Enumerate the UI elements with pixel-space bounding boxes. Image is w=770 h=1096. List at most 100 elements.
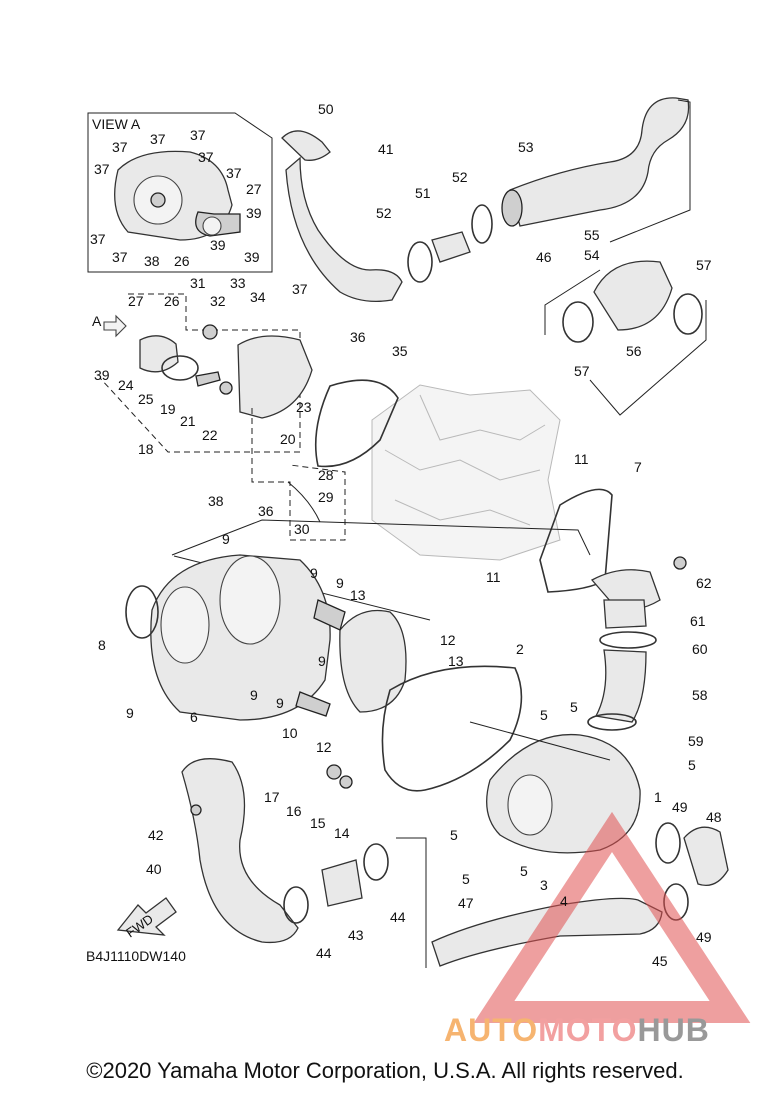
callout-2: 2 (516, 641, 524, 657)
callout-36: 36 (350, 329, 366, 345)
callout-52: 52 (376, 205, 392, 221)
callout-9: 9 (222, 531, 230, 547)
callout-49: 49 (696, 929, 712, 945)
callout-43: 43 (348, 927, 364, 943)
callout-21: 21 (180, 413, 196, 429)
callout-5: 5 (688, 757, 696, 773)
gasket-2 (381, 665, 523, 792)
engine-block (371, 384, 561, 561)
callout-6: 6 (190, 709, 198, 725)
callout-41: 41 (378, 141, 394, 157)
view-a-label: VIEW A (92, 116, 141, 132)
callout-15: 15 (310, 815, 326, 831)
watermark-hub: HUB (637, 1012, 710, 1048)
callout-38: 38 (208, 493, 224, 509)
water-pump-group (99, 293, 399, 541)
callout-37: 37 (112, 249, 128, 265)
callout-45: 45 (652, 953, 668, 969)
callout-5: 5 (540, 707, 548, 723)
callout-5: 5 (462, 871, 470, 887)
callout-48: 48 (706, 809, 722, 825)
callout-3: 3 (540, 877, 548, 893)
callout-9: 9 (310, 565, 318, 581)
callout-57: 57 (574, 363, 590, 379)
callout-5: 5 (520, 863, 528, 879)
callout-5: 5 (570, 699, 578, 715)
outer-cover-group (125, 519, 591, 721)
callout-57: 57 (696, 257, 712, 273)
callout-7: 7 (634, 459, 642, 475)
upper-hoses (281, 97, 707, 416)
callout-56: 56 (626, 343, 642, 359)
callout-38: 38 (144, 253, 160, 269)
callout-16: 16 (286, 803, 302, 819)
callout-33: 33 (230, 275, 246, 291)
callout-55: 55 (584, 227, 600, 243)
callout-58: 58 (692, 687, 708, 703)
drawing-code: B4J1110DW140 (86, 948, 186, 964)
watermark-moto: MOTO (538, 1012, 638, 1048)
callout-29: 29 (318, 489, 334, 505)
callout-32: 32 (210, 293, 226, 309)
callout-37: 37 (226, 165, 242, 181)
callout-44: 44 (316, 945, 332, 961)
arrow-a-label: A (92, 313, 102, 329)
callout-13: 13 (350, 587, 366, 603)
callout-22: 22 (202, 427, 218, 443)
callout-37: 37 (112, 139, 128, 155)
callout-25: 25 (138, 391, 154, 407)
callout-9: 9 (126, 705, 134, 721)
callout-27: 27 (128, 293, 144, 309)
callout-50: 50 (318, 101, 334, 117)
callout-labels: 50 41 53 52 51 52 46 55 54 57 56 57 31 3… (90, 101, 722, 969)
callout-39: 39 (210, 237, 226, 253)
callout-14: 14 (334, 825, 350, 841)
callout-17: 17 (264, 789, 280, 805)
callout-60: 60 (692, 641, 708, 657)
watermark-auto: AUTO (444, 1012, 539, 1048)
callout-37: 37 (94, 161, 110, 177)
callout-19: 19 (160, 401, 176, 417)
callout-37: 37 (292, 281, 308, 297)
callout-51: 51 (415, 185, 431, 201)
callout-12: 12 (316, 739, 332, 755)
callout-37: 37 (198, 149, 214, 165)
callout-59: 59 (688, 733, 704, 749)
callout-23: 23 (296, 399, 312, 415)
callout-39: 39 (246, 205, 262, 221)
callout-26: 26 (174, 253, 190, 269)
callout-44: 44 (390, 909, 406, 925)
callout-11: 11 (486, 569, 501, 585)
callout-28: 28 (318, 467, 334, 483)
callout-35: 35 (392, 343, 408, 359)
view-a-arrow: A (92, 313, 127, 338)
callout-54: 54 (584, 247, 600, 263)
callout-39: 39 (244, 249, 260, 265)
callout-52: 52 (452, 169, 468, 185)
callout-37: 37 (90, 231, 106, 247)
callout-36: 36 (258, 503, 274, 519)
callout-30: 30 (294, 521, 310, 537)
callout-4: 4 (560, 893, 568, 909)
callout-8: 8 (98, 637, 106, 653)
callout-9: 9 (336, 575, 344, 591)
watermark-logo: AUTOMOTOHUB (444, 1012, 710, 1049)
fwd-arrow: FWD (116, 897, 177, 940)
air-duct-group (469, 556, 687, 854)
callout-11: 11 (574, 451, 589, 467)
copyright-footer: ©2020 Yamaha Motor Corporation, U.S.A. A… (86, 1058, 684, 1083)
callout-53: 53 (518, 139, 534, 155)
callout-40: 40 (146, 861, 162, 877)
callout-1: 1 (654, 789, 662, 805)
callout-47: 47 (458, 895, 474, 911)
callout-26: 26 (164, 293, 180, 309)
callout-31: 31 (190, 275, 206, 291)
callout-5: 5 (450, 827, 458, 843)
callout-18: 18 (138, 441, 154, 457)
callout-49: 49 (672, 799, 688, 815)
callout-42: 42 (148, 827, 164, 843)
callout-20: 20 (280, 431, 296, 447)
callout-61: 61 (690, 613, 706, 629)
callout-39: 39 (94, 367, 110, 383)
